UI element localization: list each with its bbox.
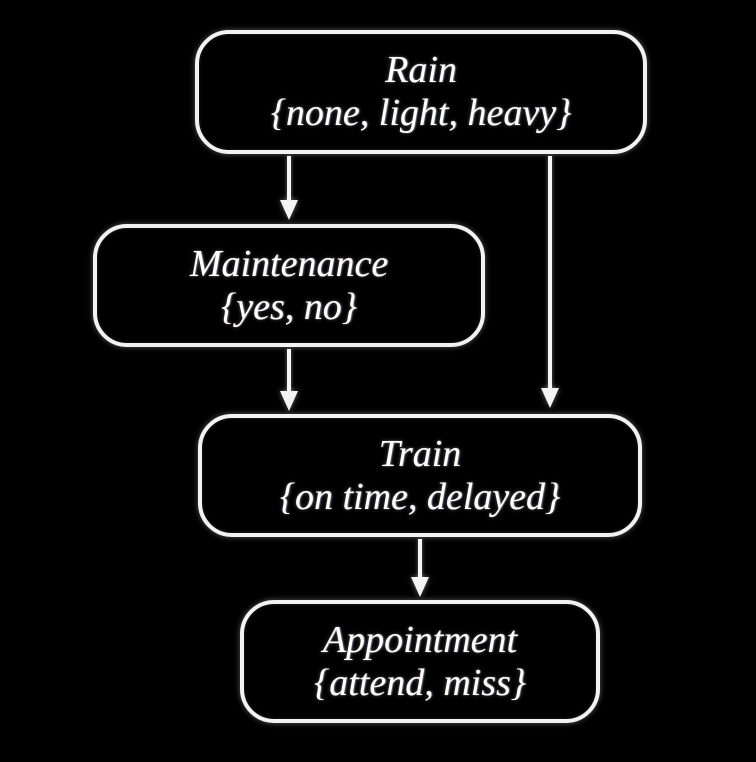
node-maintenance-states: {yes, no}	[221, 285, 357, 328]
node-train[interactable]: Train {on time, delayed}	[198, 414, 642, 537]
arrowhead-icon	[280, 391, 298, 411]
node-rain-states: {none, light, heavy}	[270, 92, 572, 134]
arrowhead-icon	[541, 388, 559, 408]
arrowhead-icon	[411, 577, 429, 597]
edge-maintenance-to-train	[280, 349, 298, 415]
node-train-states: {on time, delayed}	[279, 475, 561, 518]
edge-rain-to-train	[541, 156, 559, 412]
node-train-title: Train	[378, 432, 462, 475]
node-rain[interactable]: Rain {none, light, heavy}	[195, 30, 647, 154]
edge-shaft	[548, 156, 552, 392]
node-rain-title: Rain	[385, 49, 457, 92]
node-appointment-title: Appointment	[322, 618, 518, 661]
node-maintenance[interactable]: Maintenance {yes, no}	[93, 224, 485, 347]
arrowhead-icon	[280, 200, 298, 220]
node-appointment-states: {attend, miss}	[314, 661, 526, 704]
edge-shaft	[287, 156, 291, 204]
edge-rain-to-maintenance	[280, 156, 298, 222]
node-maintenance-title: Maintenance	[189, 242, 389, 285]
node-appointment[interactable]: Appointment {attend, miss}	[240, 600, 600, 723]
edge-shaft	[418, 539, 422, 581]
edge-train-to-appointment	[411, 539, 429, 601]
edge-shaft	[287, 349, 291, 395]
